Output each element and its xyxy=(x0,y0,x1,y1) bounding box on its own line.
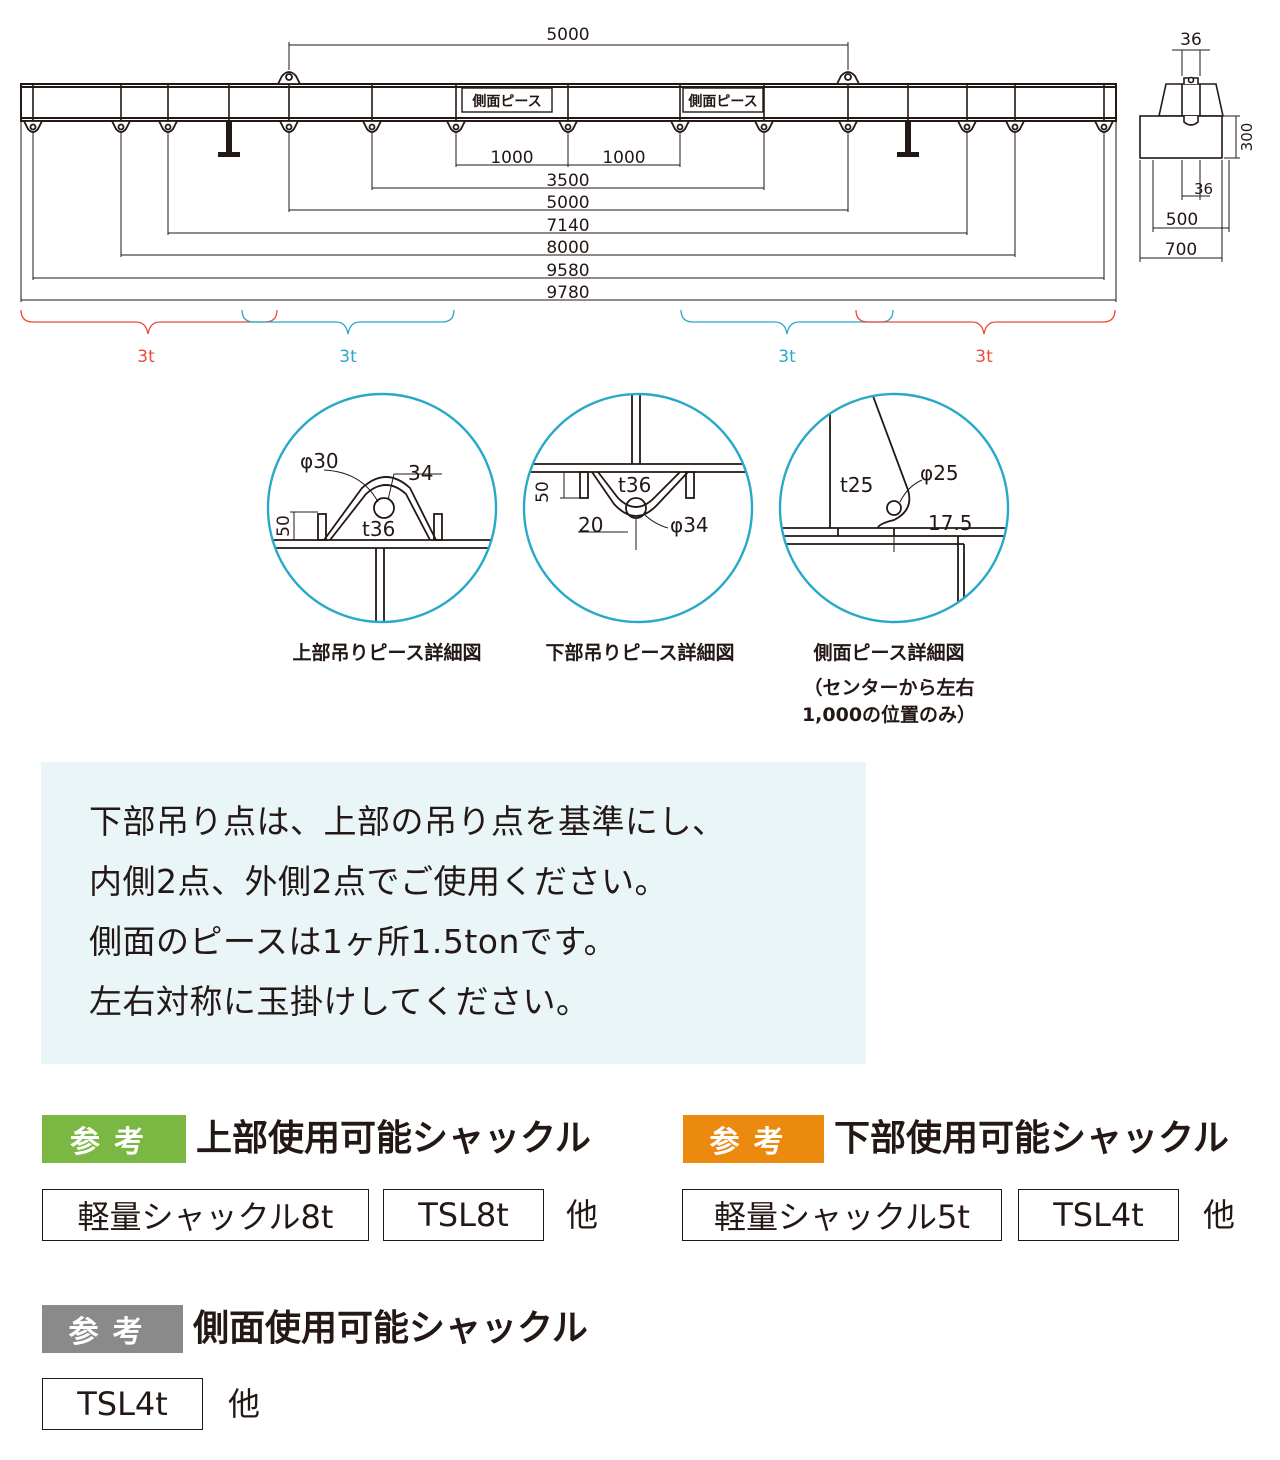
detail2-thickness: t36 xyxy=(618,473,651,497)
side-dim-700: 700 xyxy=(1165,240,1197,260)
brace-label-left-red: 3t xyxy=(137,347,155,367)
dim-5000: 5000 xyxy=(546,193,589,213)
detail3-caption-1: 側面ピース詳細図 xyxy=(813,642,965,664)
detail-side-piece: t25 φ25 17.5 xyxy=(778,392,1010,624)
dim-9580: 9580 xyxy=(546,261,589,281)
detail1-radius: 34 xyxy=(408,461,433,485)
detail3-caption-2: （センターから左右 xyxy=(803,677,975,699)
ref-lower-item-2: TSL4t xyxy=(1018,1189,1179,1241)
side-dim-36-top: 36 xyxy=(1180,30,1202,50)
side-dim-300: 300 xyxy=(1238,123,1256,152)
detail2-height: 50 xyxy=(533,481,553,503)
ref-side-item-1: TSL4t xyxy=(42,1378,203,1430)
dim-7140: 7140 xyxy=(546,216,589,236)
ref-lower-title: 下部使用可能シャックル xyxy=(834,1118,1229,1159)
ref-side-title: 側面使用可能シャックル xyxy=(193,1308,588,1349)
ref-side-suffix: 他 xyxy=(228,1385,261,1423)
detail1-height: 50 xyxy=(274,515,294,537)
ref-upper-item-1: 軽量シャックル8t xyxy=(42,1189,369,1241)
note-line-3: 側面のピースは1ヶ所1.5tonです。 xyxy=(89,922,618,961)
detail2-offset: 20 xyxy=(578,513,603,537)
detail-lower-lifting-piece: 50 t36 20 φ34 xyxy=(522,392,754,624)
dim-1000-left: 1000 xyxy=(490,148,533,168)
note-line-4: 左右対称に玉掛けしてください。 xyxy=(89,982,590,1021)
ref-upper-badge: 参考 xyxy=(42,1115,186,1163)
detail1-thickness: t36 xyxy=(362,517,395,541)
note-line-1: 下部吊り点は、上部の吊り点を基準にし、 xyxy=(89,802,726,841)
detail3-caption-3: 1,000の位置のみ） xyxy=(801,704,977,726)
detail1-caption: 上部吊りピース詳細図 xyxy=(292,642,482,664)
ref-lower-item-1: 軽量シャックル5t xyxy=(682,1189,1002,1241)
dim-1000-right: 1000 xyxy=(602,148,645,168)
usage-note-box: 下部吊り点は、上部の吊り点を基準にし、 内側2点、外側2点でご使用ください。 側… xyxy=(41,762,866,1064)
detail2-caption: 下部吊りピース詳細図 xyxy=(545,642,735,664)
ref-lower-badge: 参考 xyxy=(683,1115,824,1163)
ref-upper-title: 上部使用可能シャックル xyxy=(196,1118,591,1159)
side-view-drawing: 36 300 36 500 700 xyxy=(1139,30,1256,262)
ref-upper-suffix: 他 xyxy=(566,1196,599,1234)
ref-side-badge: 参考 xyxy=(42,1305,183,1353)
dim-8000: 8000 xyxy=(546,238,589,258)
side-piece-label-right: 側面ピース xyxy=(687,93,757,110)
side-piece-label-left: 側面ピース xyxy=(471,93,541,110)
detail3-hole: φ25 xyxy=(920,461,959,485)
brace-label-right-cyan: 3t xyxy=(778,347,796,367)
ref-lower-suffix: 他 xyxy=(1203,1196,1236,1234)
dim-9780: 9780 xyxy=(546,283,589,303)
note-line-2: 内側2点、外側2点でご使用ください。 xyxy=(89,862,668,901)
detail1-hole: φ30 xyxy=(300,449,339,473)
dim-3500: 3500 xyxy=(546,171,589,191)
dim-top-5000: 5000 xyxy=(546,25,589,45)
side-dim-36-inner: 36 xyxy=(1194,180,1213,198)
ref-upper-item-2: TSL8t xyxy=(383,1189,544,1241)
detail-upper-lifting-piece: φ30 34 50 t36 xyxy=(266,392,498,624)
detail3-thickness: t25 xyxy=(840,473,873,497)
detail2-hole: φ34 xyxy=(670,513,709,537)
side-dim-500: 500 xyxy=(1166,210,1198,230)
brace-label-left-cyan: 3t xyxy=(339,347,357,367)
detail3-radius: 17.5 xyxy=(928,511,973,535)
brace-label-right-red: 3t xyxy=(975,347,993,367)
front-view-drawing: 側面ピース 側面ピース 5000 1000 1000 3500 5000 714… xyxy=(20,25,1117,367)
